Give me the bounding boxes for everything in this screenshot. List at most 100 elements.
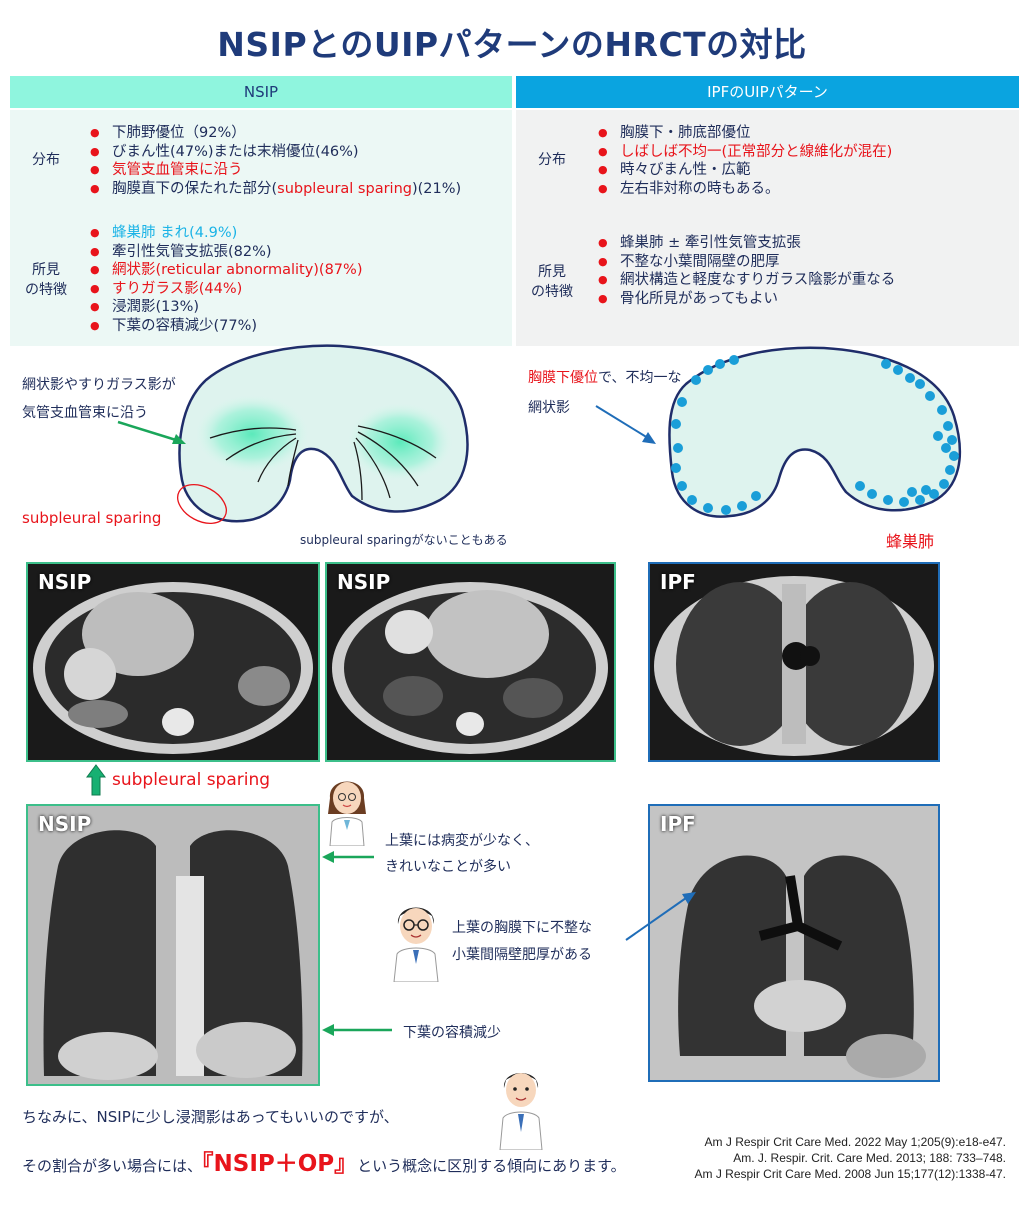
footer-line-2: その割合が多い場合には、『NSIP＋OP』という概念に区別する傾向にあります。 xyxy=(22,1151,626,1177)
list-item: 胸膜下・肺底部優位 xyxy=(598,124,892,143)
subpleural-sparing-label: subpleural sparing xyxy=(22,509,162,527)
honeycomb-dot xyxy=(937,405,947,415)
honeycomb-dot xyxy=(939,479,949,489)
honeycomb-dot xyxy=(729,355,739,365)
ct-label: IPF xyxy=(660,812,696,836)
ct-scan-graphic xyxy=(332,582,608,754)
honeycomb-dot xyxy=(947,435,957,445)
list-item: 胸膜直下の保たれた部分(subpleural sparing)(21%) xyxy=(90,180,461,199)
nsip-diagram-note: 網状影やすりガラス影が xyxy=(22,377,176,393)
female-doctor-icon xyxy=(328,781,366,846)
honeycomb-dot xyxy=(737,501,747,511)
nsip-dist-label: 分布 xyxy=(32,152,60,168)
honeycomb-dot xyxy=(925,391,935,401)
ipf-findings-list: 蜂巣肺 ± 牽引性気管支拡張 不整な小葉間隔壁の肥厚 網状構造と軽度なすりガラス… xyxy=(598,234,895,308)
ipf-diagram-note: 胸膜下優位で、不均一な xyxy=(528,370,682,386)
ct-label: NSIP xyxy=(337,570,391,594)
blue-arrow xyxy=(595,405,649,439)
honeycomb-dot xyxy=(751,491,761,501)
honeycomb-dot xyxy=(929,489,939,499)
footer-line-1: ちなみに、NSIPに少し浸潤影はあってもいいのですが、 xyxy=(22,1108,399,1126)
honeycomb-dot xyxy=(691,375,701,385)
citation: Am J Respir Crit Care Med. 2008 Jun 15;1… xyxy=(694,1167,1007,1181)
blue-arrow-icon xyxy=(625,892,696,941)
ipf-column-header: IPFのUIPパターン xyxy=(516,76,1019,108)
honeycomb-dot xyxy=(703,503,713,513)
upper-lobe-comment-2: きれいなことが多い xyxy=(385,859,511,875)
list-item: しばしば不均一(正常部分と線維化が混在) xyxy=(598,143,892,162)
ct-image-nsip-coronal: NSIP xyxy=(26,804,320,1086)
nsip-findings-label: 所見 の特徴 xyxy=(25,262,67,298)
page-title: NSIPとのUIPパターンのHRCTの対比 xyxy=(217,25,807,64)
citation: Am J Respir Crit Care Med. 2022 May 1;20… xyxy=(704,1135,1006,1149)
honeycomb-dot xyxy=(907,487,917,497)
honeycomb-dot xyxy=(899,497,909,507)
list-item: 気管支血管束に沿う xyxy=(90,161,461,180)
list-item: 浸潤影(13%) xyxy=(90,298,362,317)
ipf-findings-label: 所見 の特徴 xyxy=(531,264,573,300)
ipf-dist-label: 分布 xyxy=(538,152,566,168)
list-item: 下肺野優位（92%） xyxy=(90,124,461,143)
honeycomb-dot xyxy=(677,397,687,407)
nsip-diagram-note-red: 気管支血管束に沿う xyxy=(22,405,148,421)
honeycomb-dot xyxy=(943,421,953,431)
ipf-comment-2: 小葉間隔壁肥厚がある xyxy=(452,947,592,963)
honeycomb-dot xyxy=(881,359,891,369)
list-item: 蜂巣肺 ± 牽引性気管支拡張 xyxy=(598,234,895,253)
honeycomb-dot xyxy=(671,419,681,429)
list-item: 不整な小葉間隔壁の肥厚 xyxy=(598,253,895,272)
list-item: びまん性(47%)または末梢優位(46%) xyxy=(90,143,461,162)
honeycomb-dot xyxy=(703,365,713,375)
list-item: 骨化所見があってもよい xyxy=(598,290,895,309)
honeycomb-dot xyxy=(933,431,943,441)
honeycomb-dot xyxy=(949,451,959,461)
list-item: 蜂巣肺 まれ(4.9%) xyxy=(90,224,362,243)
ct-image-ipf-coronal: IPF xyxy=(648,804,940,1082)
ct-image-nsip-1: NSIP xyxy=(26,562,320,762)
citations: Am J Respir Crit Care Med. 2022 May 1;20… xyxy=(695,1134,1007,1182)
honeycomb-dot xyxy=(677,481,687,491)
list-item: 牽引性気管支拡張(82%) xyxy=(90,243,362,262)
ipf-lung-diagram xyxy=(595,346,962,518)
honeycomb-dot xyxy=(893,365,903,375)
nsip-lung-diagram xyxy=(117,344,469,524)
list-item: 網状影(reticular abnormality)(87%) xyxy=(90,261,362,280)
ct-sparing-label: subpleural sparing xyxy=(112,770,271,790)
honeycomb-label: 蜂巣肺 xyxy=(886,532,935,551)
ipf-dist-list: 胸膜下・肺底部優位 しばしば不均一(正常部分と線維化が混在) 時々びまん性・広範… xyxy=(598,124,892,198)
male-doctor-glasses-icon xyxy=(393,907,439,982)
nsip-dist-list: 下肺野優位（92%） びまん性(47%)または末梢優位(46%) 気管支血管束に… xyxy=(90,124,461,198)
ipf-panel: 分布 胸膜下・肺底部優位 しばしば不均一(正常部分と線維化が混在) 時々びまん性… xyxy=(516,110,1019,346)
honeycomb-dot xyxy=(921,485,931,495)
green-arrow xyxy=(117,420,177,442)
up-arrow-icon xyxy=(86,764,106,796)
nsip-panel: 分布 下肺野優位（92%） びまん性(47%)または末梢優位(46%) 気管支血… xyxy=(10,110,512,346)
ct-label: NSIP xyxy=(38,812,92,836)
honeycomb-dot xyxy=(941,443,951,453)
list-item: 時々びまん性・広範 xyxy=(598,161,892,180)
honeycomb-dot xyxy=(867,489,877,499)
honeycomb-dot xyxy=(673,443,683,453)
upper-lobe-comment-1: 上葉には病変が少なく、 xyxy=(385,833,539,849)
honeycomb-dot xyxy=(915,379,925,389)
male-doctor-icon xyxy=(499,1073,543,1150)
left-arrow-icon xyxy=(322,1024,392,1036)
list-item: 下葉の容積減少(77%) xyxy=(90,317,362,336)
honeycomb-dot xyxy=(715,359,725,369)
honeycomb-dot xyxy=(687,495,697,505)
list-item: 左右非対称の時もある。 xyxy=(598,180,892,199)
ct-label: NSIP xyxy=(38,570,92,594)
ct-label: IPF xyxy=(660,570,696,594)
left-arrow-icon xyxy=(322,851,374,863)
citation: Am. J. Respir. Crit. Care Med. 2013; 188… xyxy=(733,1151,1006,1165)
sparing-note: subpleural sparingがないこともある xyxy=(300,533,508,547)
ct-image-nsip-2: NSIP xyxy=(325,562,616,762)
ct-scan-graphic xyxy=(650,806,938,1080)
honeycomb-dot xyxy=(945,465,955,475)
ipf-diagram-note-2: 網状影 xyxy=(528,400,570,416)
lower-lobe-comment: 下葉の容積減少 xyxy=(403,1025,501,1041)
ipf-comment-1: 上葉の胸膜下に不整な xyxy=(452,920,592,936)
ct-image-ipf-1: IPF xyxy=(648,562,940,762)
ct-scan-graphic xyxy=(654,576,934,756)
honeycomb-dot xyxy=(721,505,731,515)
